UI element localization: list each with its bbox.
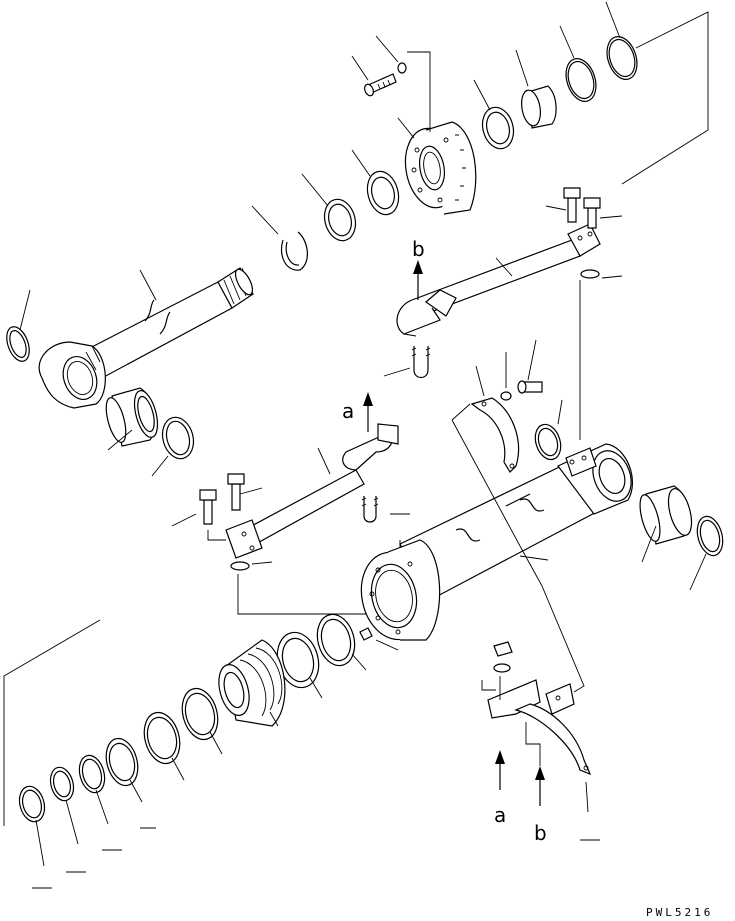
arrow-b-upper-label: b xyxy=(412,237,425,261)
head-rings xyxy=(478,33,642,152)
arrow-a-lower-label: a xyxy=(494,803,506,827)
pipe-clamp-lower: a b xyxy=(482,546,600,845)
rod-seal-rings xyxy=(282,168,404,270)
head-bolt xyxy=(363,74,396,97)
cylinder-tube xyxy=(354,444,638,646)
rod-bushing xyxy=(102,388,198,462)
cylinder-head-group xyxy=(252,2,708,270)
tube-bushing xyxy=(636,486,727,590)
pipe-a-assembly: a xyxy=(172,392,410,614)
pipe-clamp-upper xyxy=(452,340,542,546)
rod-end-ring xyxy=(2,324,33,365)
drawing-code: PWL5216 xyxy=(646,906,713,919)
piston-rod xyxy=(39,267,256,408)
arrow-a-upper-label: a xyxy=(342,399,354,423)
piston-seal-stack xyxy=(4,610,398,888)
cylinder-head xyxy=(399,122,475,214)
arrow-b-lower-label: b xyxy=(534,821,547,845)
head-washer xyxy=(398,63,406,73)
pipe-b-assembly: b xyxy=(384,188,622,440)
